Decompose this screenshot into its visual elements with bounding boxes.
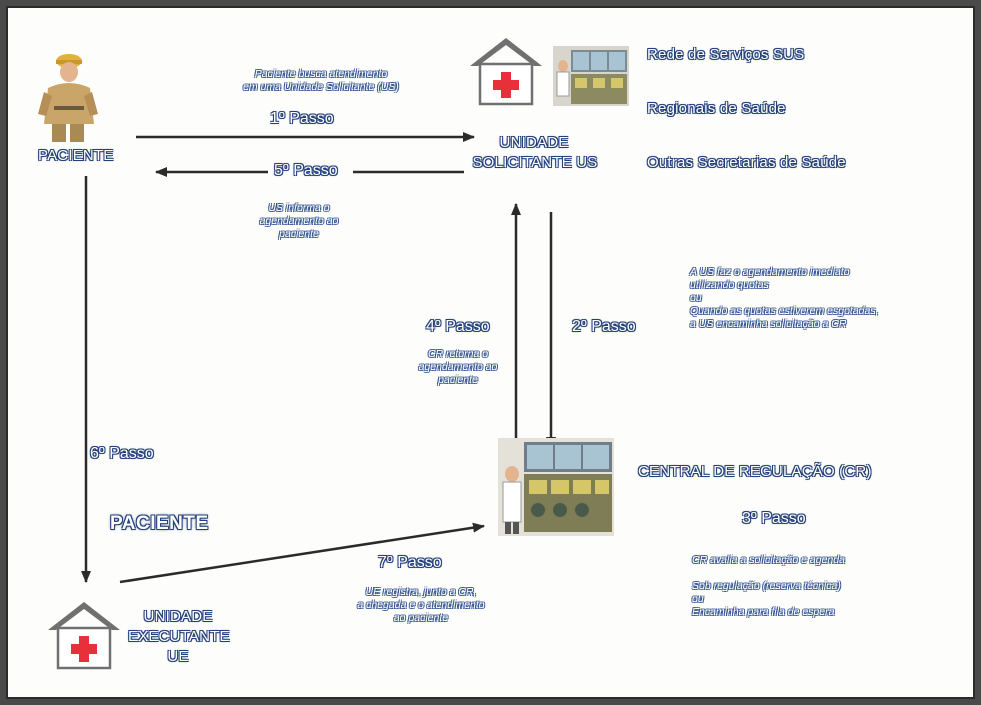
note-step-5: US informa o agendamento ao paciente bbox=[244, 202, 354, 241]
regulation-center-console-icon bbox=[498, 438, 614, 536]
note-step-5-line: paciente bbox=[279, 228, 319, 240]
note-step-4-line: CR retorna o bbox=[427, 348, 489, 360]
network-item-sus: Rede de Serviços SUS bbox=[647, 46, 805, 63]
network-item-secretarias: Outras Secretarias de Saúde bbox=[647, 154, 846, 171]
diagram-frame: PACIENTE UNIDADE SOLICITANTE US Rede de … bbox=[6, 6, 975, 699]
health-unit-house-icon bbox=[470, 38, 542, 106]
step-6-label: 6º Passo bbox=[90, 445, 154, 462]
step-7-label: 7º Passo bbox=[378, 554, 442, 571]
requesting-unit-label-line1: UNIDADE bbox=[499, 134, 569, 151]
note-step-7-line: a chegada e o atendimento bbox=[357, 599, 485, 611]
note-step-2-line: Quando as quotas estiverem esgotadas, bbox=[690, 305, 879, 317]
patient-middle-label: PACIENTE bbox=[110, 513, 209, 534]
note-step-4-line: agendamento ao bbox=[418, 361, 498, 373]
executing-unit-label-line2: EXECUTANTE bbox=[128, 628, 230, 645]
note-step-5-line: agendamento ao bbox=[259, 215, 339, 227]
note-step-1-line: Paciente busca atendimento bbox=[254, 68, 388, 80]
note-step-4: CR retorna o agendamento ao paciente bbox=[408, 348, 508, 387]
note-step-2-line: A US faz o agendamento imediato bbox=[690, 266, 850, 278]
note-step-2-line: ou bbox=[690, 292, 702, 304]
step-1-label: 1º Passo bbox=[270, 110, 334, 127]
note-step-2: A US faz o agendamento imediato utilizan… bbox=[690, 266, 940, 331]
note-step-2-line: a US encaminha solicitação a CR bbox=[690, 318, 847, 330]
patient-worker-icon bbox=[38, 54, 98, 142]
note-step-2-line: utilizando quotas bbox=[690, 279, 769, 291]
note-step-4-line: paciente bbox=[438, 374, 478, 386]
regulation-center-console-icon bbox=[553, 46, 629, 106]
requesting-unit-label-line2: SOLICITANTE US bbox=[472, 154, 598, 171]
note-step-7-line: ao paciente bbox=[393, 612, 449, 624]
note-step-1: Paciente busca atendimento em uma Unidad… bbox=[216, 68, 426, 94]
step-4-label: 4º Passo bbox=[426, 318, 490, 335]
patient-label: PACIENTE bbox=[38, 147, 114, 164]
step-2-label: 2º Passo bbox=[572, 318, 636, 335]
network-item-regionais: Regionais de Saúde bbox=[647, 100, 786, 117]
step-3-label: 3º Passo bbox=[742, 510, 806, 527]
note-step-3b-line: Sob regulação (reserva técnica) bbox=[692, 580, 841, 592]
health-unit-house-icon bbox=[48, 602, 120, 670]
note-step-3a-line: CR avalia a solicitação e agenda bbox=[692, 554, 845, 566]
executing-unit-label-line1: UNIDADE bbox=[143, 608, 213, 625]
step-5-label: 5º Passo bbox=[274, 162, 338, 179]
note-step-3b: Sob regulação (reserva técnica) ou Encam… bbox=[692, 580, 922, 619]
note-step-7-line: UE registra, junto a CR, bbox=[365, 586, 477, 598]
note-step-3b-line: ou bbox=[692, 593, 704, 605]
note-step-1-line: em uma Unidade Solicitante (US) bbox=[243, 81, 399, 93]
arrow-step-7 bbox=[119, 522, 485, 584]
regulation-center-label: CENTRAL DE REGULAÇÃO (CR) bbox=[638, 463, 872, 480]
note-step-3b-line: Encaminha para fila de espera bbox=[692, 606, 835, 618]
note-step-5-line: US informa o bbox=[268, 202, 330, 214]
executing-unit-label-line3: UE bbox=[167, 648, 189, 665]
flow-arrows bbox=[81, 132, 556, 584]
note-step-7: UE registra, junto a CR, a chegada e o a… bbox=[326, 586, 516, 625]
note-step-3a: CR avalia a solicitação e agenda bbox=[692, 554, 922, 567]
